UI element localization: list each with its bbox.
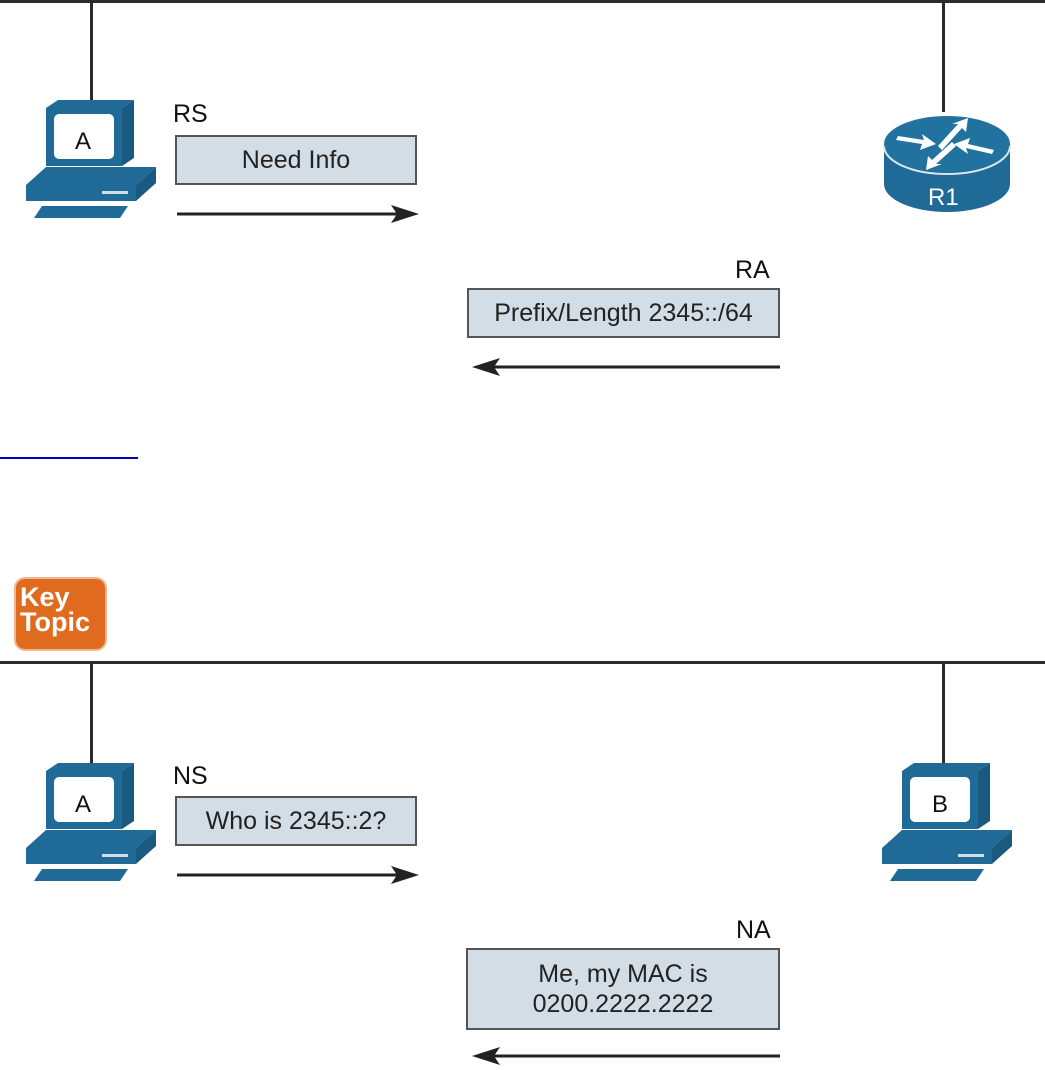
lan-segment-bottom — [0, 661, 1045, 664]
host-b[interactable]: B — [880, 763, 1016, 885]
ra-message-box: Prefix/Length 2345::/64 — [467, 288, 780, 338]
pc-icon — [882, 763, 1012, 881]
host-b-link — [942, 661, 945, 763]
hyperlink-underline[interactable] — [0, 457, 138, 459]
pc-icon — [26, 100, 156, 218]
ra-label: RA — [735, 256, 770, 284]
na-label: NA — [736, 916, 771, 944]
key-topic-badge: Key Topic — [16, 579, 105, 649]
pc-icon — [26, 763, 156, 881]
host-a-2-label: A — [75, 791, 92, 818]
ns-label: NS — [173, 762, 208, 790]
ns-message-text: Who is 2345::2? — [205, 807, 387, 835]
ns-message-box: Who is 2345::2? — [175, 796, 417, 846]
na-message-box: Me, my MAC is 0200.2222.2222 — [466, 948, 780, 1030]
arrow-right-icon — [177, 866, 419, 884]
rs-message-box: Need Info — [175, 135, 417, 185]
key-topic-line1: Key — [20, 582, 70, 612]
key-topic-line2: Topic — [20, 607, 90, 637]
host-a-link — [90, 0, 93, 100]
host-b-label: B — [932, 791, 949, 818]
router-r1-link — [942, 0, 945, 112]
na-message-line1: Me, my MAC is — [538, 960, 708, 988]
host-a-label: A — [75, 128, 92, 155]
arrow-left-icon — [472, 358, 780, 376]
host-a-2[interactable]: A — [24, 763, 160, 885]
rs-message-text: Need Info — [241, 146, 351, 174]
ra-message-text: Prefix/Length 2345::/64 — [494, 299, 753, 327]
lan-segment-top — [0, 0, 1045, 3]
router-icon — [883, 116, 1011, 212]
host-a[interactable]: A — [24, 100, 160, 222]
router-r1[interactable]: R1 — [880, 110, 1014, 216]
rs-label: RS — [173, 100, 208, 128]
router-r1-label: R1 — [928, 184, 959, 211]
arrow-left-icon — [472, 1047, 780, 1065]
na-message-line2: 0200.2222.2222 — [532, 990, 714, 1018]
arrow-right-icon — [177, 205, 419, 223]
host-a-link-2 — [90, 661, 93, 763]
